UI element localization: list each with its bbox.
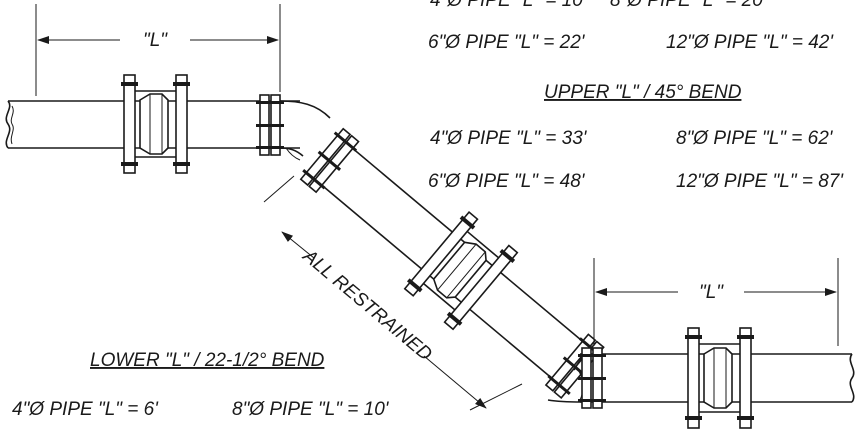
upper-row2-right: 12"Ø PIPE "L" = 87' [676, 171, 844, 192]
left-flange-joint [256, 94, 284, 156]
lower-bend-title: LOWER "L" / 22-1/2° BEND [90, 350, 325, 371]
top-row2-right: 12"Ø PIPE "L" = 42' [666, 32, 834, 53]
lower-row1-left: 4"Ø PIPE "L" = 6' [12, 399, 159, 420]
left-restraint-coupling [121, 74, 190, 174]
lower-row1-right: 8"Ø PIPE "L" = 10' [232, 399, 390, 420]
upper-row1-left: 4"Ø PIPE "L" = 33' [430, 128, 588, 149]
top-row2-left: 6"Ø PIPE "L" = 22' [428, 32, 586, 53]
right-dimension: "L" [593, 258, 839, 346]
upper-bend-table: UPPER "L" / 45° BEND 4"Ø PIPE "L" = 33' … [428, 82, 844, 192]
top-dimension: "L" [35, 4, 281, 96]
top-length-table: 4"Ø PIPE "L" = 10' 8"Ø PIPE "L" = 20' 6"… [428, 0, 834, 53]
top-dimension-label: "L" [143, 30, 168, 51]
upper-45-bend [279, 100, 331, 161]
upper-row2-left: 6"Ø PIPE "L" = 48' [428, 171, 586, 192]
upper-row1-right: 8"Ø PIPE "L" = 62' [676, 128, 834, 149]
top-row1-right: 8"Ø PIPE "L" = 20' [610, 0, 768, 11]
right-restraint-coupling [685, 327, 754, 429]
lower-bend-table: LOWER "L" / 22-1/2° BEND 4"Ø PIPE "L" = … [12, 350, 390, 420]
top-row1-left: 4"Ø PIPE "L" = 10' [430, 0, 588, 11]
right-flange-joint [578, 347, 606, 409]
upper-bend-title: UPPER "L" / 45° BEND [544, 82, 742, 103]
right-dimension-label: "L" [699, 282, 724, 303]
diagonal-pipe [299, 127, 605, 399]
